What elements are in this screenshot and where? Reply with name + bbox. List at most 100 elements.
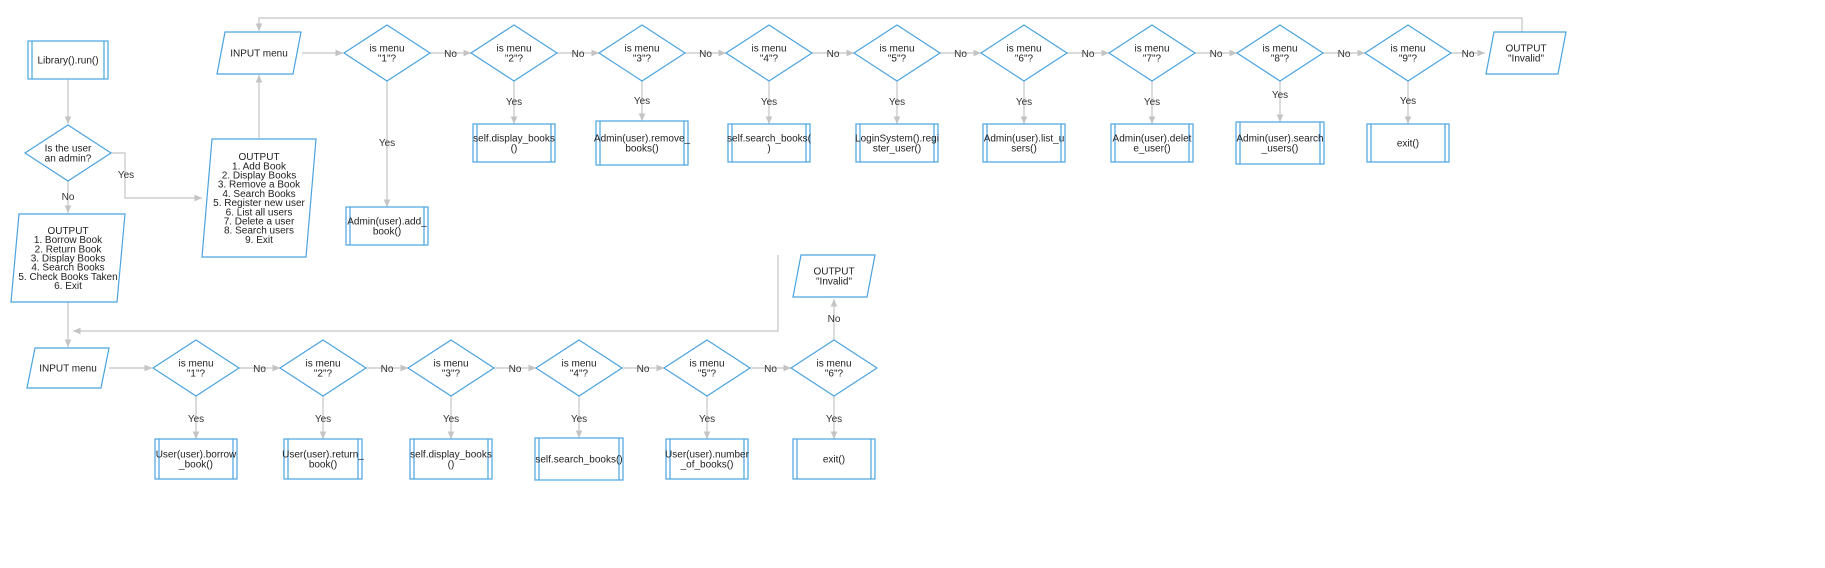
admin-check-9-label: is menu"9"? — [1390, 44, 1425, 65]
admin-action-8: Admin(user).search_users() — [1235, 121, 1325, 165]
user-action-5: User(user).number_of_books() — [665, 438, 750, 480]
label-admin-yes-4: Yes — [761, 97, 777, 108]
label-user-yes-3: Yes — [443, 414, 459, 425]
user-check-3: is menu"3"? — [406, 339, 496, 397]
admin-action-9-label: exit() — [1397, 139, 1419, 150]
user-check-6: is menu"6"? — [789, 339, 879, 397]
label-user-no-6: No — [828, 314, 841, 325]
admin-action-4-label: self.search_books() — [727, 134, 812, 155]
user-action-3-label: self.display_books() — [410, 450, 492, 471]
admin-action-3-label: Admin(user).remove_books() — [594, 134, 691, 155]
user-input: INPUT menu — [26, 347, 110, 389]
label-admin-no-9: No — [1462, 49, 1475, 60]
label-admin-no-5: No — [954, 49, 967, 60]
label-admin-no-3: No — [699, 49, 712, 60]
label-admin-no-8: No — [1338, 49, 1351, 60]
user-check-2: is menu"2"? — [278, 339, 368, 397]
admin-check-5: is menu"5"? — [852, 24, 942, 82]
user-check-5: is menu"5"? — [662, 339, 752, 397]
label-no-user: No — [62, 192, 75, 203]
label-admin-yes-2: Yes — [506, 97, 522, 108]
admin-check-6-label: is menu"6"? — [1006, 44, 1041, 65]
admin-check-4: is menu"4"? — [724, 24, 814, 82]
admin-input: INPUT menu — [216, 31, 302, 75]
label-user-yes-5: Yes — [699, 414, 715, 425]
label-admin-yes-8: Yes — [1272, 90, 1288, 101]
admin-check-2-label: is menu"2"? — [496, 44, 531, 65]
label-admin-yes-3: Yes — [634, 96, 650, 107]
user-action-2: User(user).return_book() — [282, 438, 364, 480]
connectors — [64, 17, 1523, 439]
label-user-no-2: No — [381, 364, 394, 375]
admin-check-7: is menu"7"? — [1107, 24, 1197, 82]
label-user-yes-4: Yes — [571, 414, 587, 425]
user-check-6-label: is menu"6"? — [816, 359, 851, 380]
user-check-2-label: is menu"2"? — [305, 359, 340, 380]
label-admin-yes-1: Yes — [379, 138, 395, 149]
user-action-4-label: self.search_books() — [535, 455, 622, 466]
label-user-no-1: No — [253, 364, 266, 375]
admin-invalid-output-label: OUTPUT"Invalid" — [1505, 44, 1546, 65]
label-user-no-3: No — [509, 364, 522, 375]
label-admin-yes-5: Yes — [889, 97, 905, 108]
admin-action-1: Admin(user).add_book() — [345, 206, 429, 246]
user-action-3: self.display_books() — [409, 438, 493, 480]
user-action-5-label: User(user).number_of_books() — [665, 450, 750, 471]
label-admin-no-2: No — [572, 49, 585, 60]
user-action-1-label: User(user).borrow_book() — [156, 450, 237, 471]
edge-question-yes — [111, 152, 202, 202]
edge-user-invalid-loop — [73, 255, 779, 335]
admin-action-2: self.display_books() — [472, 123, 556, 163]
label-user-no-5: No — [764, 364, 777, 375]
admin-action-1-label: Admin(user).add_book() — [347, 217, 427, 238]
label-admin-no-6: No — [1082, 49, 1095, 60]
admin-check-3-label: is menu"3"? — [624, 44, 659, 65]
user-check-4: is menu"4"? — [534, 339, 624, 397]
admin-action-8-label: Admin(user).search_users() — [1236, 134, 1323, 155]
admin-check-1: is menu"1"? — [342, 24, 432, 82]
admin-invalid-output: OUTPUT"Invalid" — [1485, 31, 1567, 75]
label-user-no-4: No — [637, 364, 650, 375]
admin-check-1-label: is menu"1"? — [369, 44, 404, 65]
user-invalid-output: OUTPUT"Invalid" — [792, 254, 876, 298]
user-action-1: User(user).borrow_book() — [154, 438, 238, 480]
admin-action-4: self.search_books() — [727, 123, 812, 163]
user-check-1-label: is menu"1"? — [178, 359, 213, 380]
admin-check-9: is menu"9"? — [1363, 24, 1453, 82]
edge-admin-invalid-loop — [255, 17, 1523, 32]
admin-input-label: INPUT menu — [230, 49, 288, 60]
admin-action-3: Admin(user).remove_books() — [594, 120, 691, 166]
label-admin-no-4: No — [827, 49, 840, 60]
user-invalid-output-label: OUTPUT"Invalid" — [813, 267, 854, 288]
user-action-6-label: exit() — [823, 455, 845, 466]
admin-check-7-label: is menu"7"? — [1134, 44, 1169, 65]
label-yes-admin: Yes — [118, 170, 134, 181]
label-admin-yes-7: Yes — [1144, 97, 1160, 108]
admin-action-9: exit() — [1366, 123, 1450, 163]
admin-check-4-label: is menu"4"? — [751, 44, 786, 65]
user-action-2-label: User(user).return_book() — [282, 450, 364, 471]
user-check-1: is menu"1"? — [151, 339, 241, 397]
label-admin-no-7: No — [1210, 49, 1223, 60]
admin-check-5-label: is menu"5"? — [879, 44, 914, 65]
label-admin-no-1: No — [444, 49, 457, 60]
admin-check-8: is menu"8"? — [1235, 24, 1325, 82]
admin-check-2: is menu"2"? — [469, 24, 559, 82]
start-box-label: Library().run() — [37, 56, 98, 67]
user-check-4-label: is menu"4"? — [561, 359, 596, 380]
label-user-yes-6: Yes — [826, 414, 842, 425]
label-user-yes-1: Yes — [188, 414, 204, 425]
user-action-6: exit() — [792, 438, 876, 480]
admin-action-2-label: self.display_books() — [473, 134, 555, 155]
